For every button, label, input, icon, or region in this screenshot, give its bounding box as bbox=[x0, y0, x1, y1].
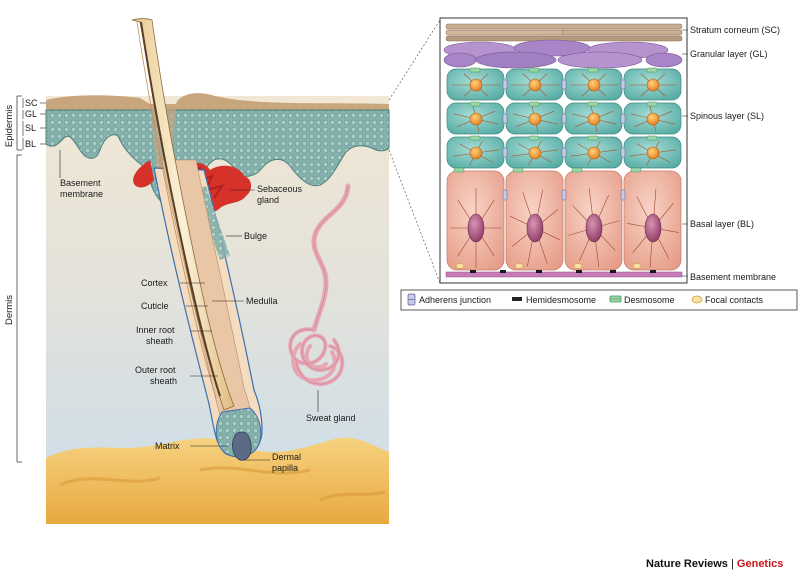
sebaceous-gland-label-2: gland bbox=[257, 195, 279, 205]
epidermis-inset bbox=[439, 17, 688, 284]
adherens-junction bbox=[561, 79, 567, 90]
basement-membrane-inset-label: Basement membrane bbox=[690, 272, 776, 282]
legend-label-focal-contacts: Focal contacts bbox=[705, 295, 764, 305]
spinous-cell bbox=[561, 101, 623, 135]
legend-label-desmosome: Desmosome bbox=[624, 295, 675, 305]
cuticle-label: Cuticle bbox=[141, 301, 169, 311]
dermal-papilla-label-1: Dermal bbox=[272, 452, 301, 462]
inset-leader-lines bbox=[682, 29, 688, 277]
focal-contact bbox=[573, 263, 583, 269]
adherens-junction bbox=[502, 79, 508, 90]
dermal-papilla-shape bbox=[232, 431, 252, 461]
journal-section: Genetics bbox=[736, 558, 784, 570]
adherens-junction bbox=[502, 147, 508, 158]
legend: Adherens junction Hemidesmosome Desmosom… bbox=[400, 289, 798, 311]
leader-lines bbox=[59, 150, 319, 461]
basal-layer-label: Basal layer (BL) bbox=[690, 219, 754, 229]
adherens-junction-icon bbox=[407, 293, 416, 306]
adherens-junction bbox=[561, 113, 567, 124]
skin-cross-section bbox=[45, 18, 390, 524]
subcutaneous-fat bbox=[46, 437, 389, 524]
side-brackets bbox=[16, 95, 46, 463]
spinous-cell bbox=[620, 101, 682, 135]
journal-credit: Nature Reviews | Genetics bbox=[646, 558, 783, 570]
spinous-cell bbox=[502, 67, 564, 101]
basement-membrane-label-1: Basement bbox=[60, 178, 101, 188]
adherens-junction bbox=[620, 113, 626, 124]
spinous-cell bbox=[446, 101, 505, 135]
desmosome bbox=[528, 135, 540, 141]
basal-cell bbox=[502, 167, 564, 271]
skin-surface bbox=[46, 93, 389, 113]
desmosome bbox=[469, 67, 481, 73]
inner-root-sheath-label-2: sheath bbox=[146, 336, 173, 346]
layer-label-sc: SC bbox=[25, 98, 38, 108]
basal-layer-cells bbox=[446, 167, 682, 271]
basal-cell bbox=[446, 167, 505, 271]
desmosome bbox=[587, 67, 599, 73]
granular-layer-cells bbox=[443, 39, 683, 69]
focal-contact bbox=[632, 263, 642, 269]
bulge-label: Bulge bbox=[244, 231, 267, 241]
desmosome bbox=[528, 67, 540, 73]
spinous-cell bbox=[561, 135, 623, 169]
spinous-layer-cells bbox=[446, 67, 682, 169]
adherens-junction bbox=[561, 147, 567, 158]
dermal-papilla-label-2: papilla bbox=[272, 463, 298, 473]
spinous-cell bbox=[446, 135, 505, 169]
dermis-label: Dermis bbox=[4, 295, 15, 325]
inner-root-sheath-label-1: Inner root bbox=[136, 325, 175, 335]
desmosome bbox=[646, 101, 658, 107]
spinous-cell bbox=[502, 101, 564, 135]
medulla-label: Medulla bbox=[246, 296, 278, 306]
layer-label-sl: SL bbox=[25, 123, 36, 133]
spinous-cell bbox=[446, 67, 505, 101]
hemidesmosomes bbox=[470, 270, 656, 273]
stratum-corneum-cells bbox=[445, 23, 683, 42]
adherens-junction bbox=[502, 113, 508, 124]
outer-root-sheath-label-1: Outer root bbox=[135, 365, 176, 375]
hemidesmosome-icon bbox=[512, 297, 522, 301]
legend-box bbox=[400, 289, 798, 311]
sebaceous-gland-label-1: Sebaceous bbox=[257, 184, 303, 194]
layer-label-bl: BL bbox=[25, 139, 36, 149]
inset-basement-membrane bbox=[445, 271, 683, 278]
credit-separator: | bbox=[731, 558, 734, 570]
spinous-layer-label: Spinous layer (SL) bbox=[690, 111, 764, 121]
stratum-corneum-label: Stratum corneum (SC) bbox=[690, 25, 780, 35]
spinous-cell bbox=[620, 67, 682, 101]
sweat-gland-label: Sweat gland bbox=[306, 413, 356, 423]
spinous-cell bbox=[502, 135, 564, 169]
desmosome bbox=[646, 135, 658, 141]
granular-layer-label: Granular layer (GL) bbox=[690, 49, 768, 59]
desmosome bbox=[587, 101, 599, 107]
adherens-junction bbox=[620, 79, 626, 90]
epidermis-label: Epidermis bbox=[4, 105, 15, 147]
zoom-lines bbox=[388, 19, 441, 284]
basement-membrane-label-2: membrane bbox=[60, 189, 103, 199]
desmosome bbox=[646, 67, 658, 73]
spinous-cell bbox=[620, 135, 682, 169]
outer-root-sheath-label-2: sheath bbox=[150, 376, 177, 386]
basal-cell bbox=[561, 167, 623, 271]
legend-label-adherens: Adherens junction bbox=[419, 295, 491, 305]
basal-cell bbox=[620, 167, 682, 271]
focal-contact bbox=[514, 263, 524, 269]
journal-name: Nature Reviews bbox=[646, 558, 728, 570]
focal-contacts-icon bbox=[691, 295, 703, 304]
desmosome bbox=[528, 101, 540, 107]
matrix-label: Matrix bbox=[155, 441, 180, 451]
desmosome-icon bbox=[609, 295, 622, 303]
desmosome bbox=[469, 135, 481, 141]
legend-label-hemidesmosome: Hemidesmosome bbox=[526, 295, 596, 305]
desmosome bbox=[587, 135, 599, 141]
adherens-junction bbox=[620, 147, 626, 158]
focal-contact bbox=[455, 263, 465, 269]
layer-label-gl: GL bbox=[25, 109, 37, 119]
desmosome bbox=[469, 101, 481, 107]
spinous-cell bbox=[561, 67, 623, 101]
cortex-label: Cortex bbox=[141, 278, 168, 288]
